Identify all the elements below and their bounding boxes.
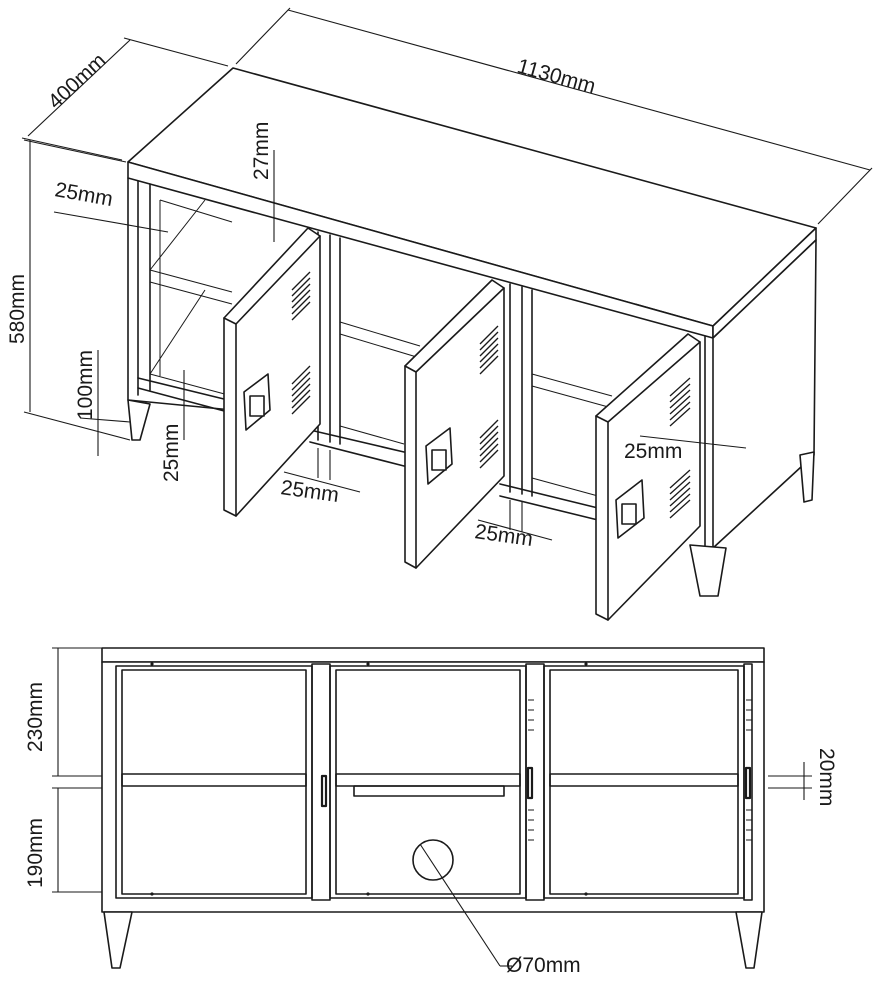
door-1-vent-bottom (291, 365, 311, 415)
right-back-leg (799, 451, 815, 503)
front-handle-2 (526, 766, 534, 800)
left-leg (127, 399, 151, 441)
label-height: 580mm (6, 274, 29, 344)
door-2-vent-bottom (479, 419, 499, 469)
door-3-handle (615, 479, 645, 539)
label-frame-side: 25mm (53, 178, 114, 211)
dim-leg-height (79, 350, 131, 456)
dim-upper-compartment (52, 647, 102, 777)
dim-door-gap-1 (283, 448, 361, 493)
front-shelf-right (549, 773, 739, 787)
label-shelf-thickness: 20mm (815, 748, 838, 806)
door-1 (223, 227, 321, 517)
door-1-vent-top (291, 271, 311, 321)
front-top-board (101, 647, 765, 663)
label-door-gap-1: 25mm (279, 476, 340, 507)
label-cable-hole: Ø70mm (506, 954, 581, 977)
label-upper-compartment: 230mm (24, 682, 47, 752)
door-2-vent-top (479, 325, 499, 375)
door-3-vent-bottom (669, 469, 691, 519)
front-handle-3 (744, 766, 752, 800)
front-shelf-left (121, 773, 307, 787)
label-door-gap-2: 25mm (473, 520, 534, 551)
dim-shelf-thickness (768, 762, 812, 800)
label-right-frame: 25mm (624, 440, 682, 463)
label-lower-compartment: 190mm (24, 818, 47, 888)
front-left-leg (103, 911, 133, 969)
label-depth: 400mm (44, 49, 111, 114)
isometric-view (21, 7, 873, 621)
cable-hole (412, 839, 454, 881)
door-2 (404, 279, 505, 569)
label-top-thickness: 27mm (250, 122, 273, 180)
label-width: 1130mm (515, 55, 598, 99)
front-frame (127, 177, 233, 411)
door-3 (595, 333, 701, 621)
label-bottom-frame: 25mm (160, 424, 183, 482)
dim-door-gap-2 (477, 500, 553, 541)
hinges (528, 699, 752, 841)
label-leg-height: 100mm (74, 350, 97, 420)
front-handle-1 (320, 774, 328, 808)
right-front-leg (689, 544, 727, 597)
door-2-handle (425, 427, 453, 485)
front-view (52, 647, 812, 969)
dim-width (235, 7, 873, 225)
dim-lower-compartment (52, 787, 102, 893)
door-3-vent-top (669, 377, 691, 427)
dim-depth (21, 37, 229, 161)
dim-height (23, 139, 131, 441)
front-right-leg (735, 911, 763, 969)
front-body (101, 661, 765, 913)
door-1-handle (243, 373, 271, 431)
